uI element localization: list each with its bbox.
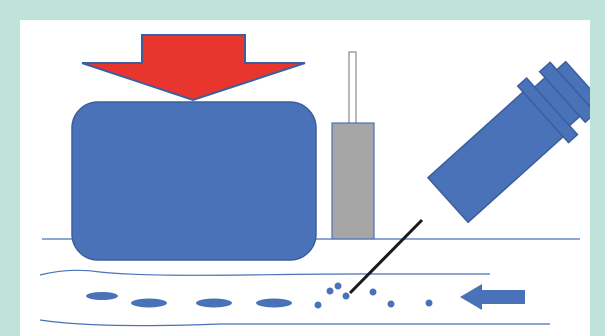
flattened-disc: [131, 298, 167, 308]
press-arrow: [81, 34, 306, 102]
sensor-body: [331, 122, 375, 240]
nozzle: [426, 60, 590, 224]
particle: [326, 287, 334, 295]
process-diagram: [39, 34, 590, 327]
flow-arrow: [460, 284, 525, 310]
particle: [369, 288, 377, 296]
particle: [334, 282, 342, 290]
diagram-canvas: [20, 20, 590, 336]
flattened-disc: [86, 292, 118, 300]
press-block: [71, 101, 317, 261]
channel-bottom-line: [39, 319, 550, 327]
probe-line: [348, 218, 424, 295]
channel-top-line: [39, 269, 490, 276]
flattened-disc: [196, 298, 232, 308]
nozzle-end: [555, 60, 590, 107]
particle: [387, 300, 395, 308]
particle: [425, 299, 433, 307]
particle: [314, 301, 322, 309]
particle: [342, 292, 350, 300]
sensor-rod: [348, 51, 357, 125]
flattened-disc: [256, 298, 292, 308]
